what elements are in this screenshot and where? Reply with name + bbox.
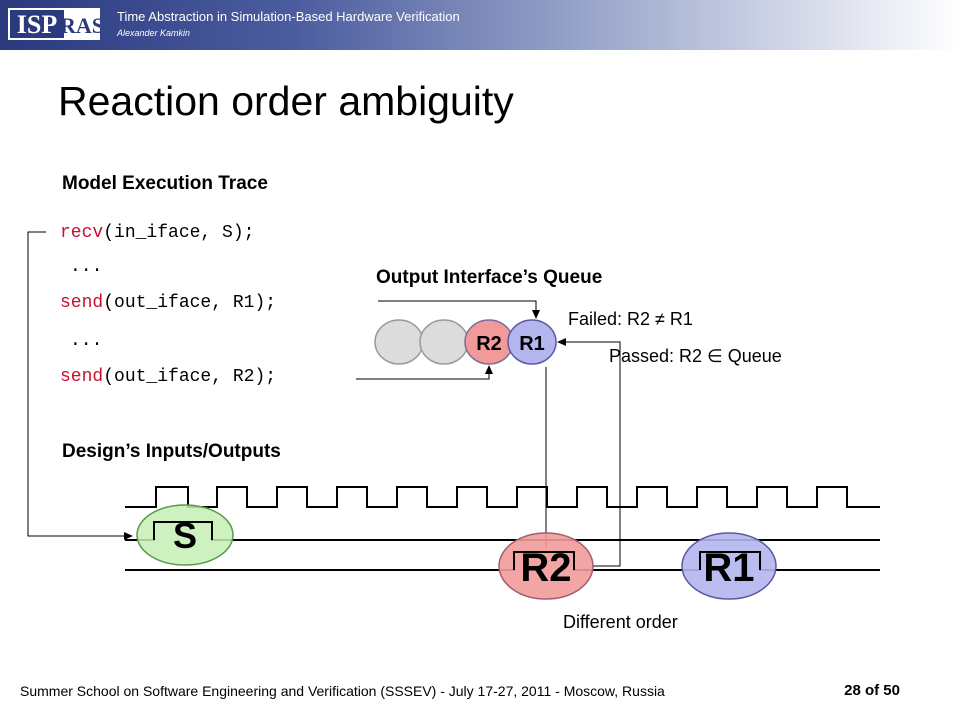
presentation-author: Alexander Kamkin	[117, 28, 191, 38]
code-line-4: ...	[70, 331, 102, 351]
svg-text:ISP: ISP	[17, 10, 58, 39]
failed-note: Failed: R2 ≠ R1	[568, 309, 693, 329]
code-rest: ...	[70, 331, 103, 351]
queue-heading: Output Interface’s Queue	[376, 267, 603, 288]
code-rest: (out_iface, R1);	[103, 293, 277, 313]
ispras-logo: ISP RAS	[8, 8, 100, 40]
code-line-1: recv(in_iface, S);	[60, 223, 254, 243]
signal-s-label: S	[173, 515, 197, 556]
presentation-title: Time Abstraction in Simulation-Based Har…	[117, 9, 460, 24]
code-rest: (in_iface, S);	[103, 223, 255, 243]
code-keyword: send	[60, 367, 104, 387]
code-line-3: send(out_iface, R1);	[60, 293, 276, 313]
input-signal	[125, 521, 880, 541]
queue-slot-empty	[419, 319, 469, 365]
code-keyword: send	[60, 293, 104, 313]
page-number: 28 of 50	[844, 682, 900, 699]
code-rest: (out_iface, R2);	[103, 367, 277, 387]
io-heading: Design’s Inputs/Outputs	[62, 441, 281, 462]
code-rest: ...	[70, 257, 103, 277]
output-r2-marker	[498, 532, 594, 600]
queue-item-r1	[507, 319, 557, 365]
check-arrow	[557, 338, 621, 567]
output-r1-marker	[681, 532, 777, 600]
signal-r2-label: R2	[520, 546, 571, 590]
enqueue-r1-arrow	[378, 300, 540, 319]
queue-label-r1: R1	[519, 333, 545, 355]
code-line-2: ...	[70, 257, 102, 277]
clock-signal	[125, 486, 880, 508]
signal-r1-label: R1	[703, 546, 754, 590]
trace-heading: Model Execution Trace	[62, 173, 268, 194]
code-keyword: recv	[60, 223, 104, 243]
queue-slot-empty	[374, 319, 424, 365]
code-line-5: send(out_iface, R2);	[60, 367, 276, 387]
svg-text:RAS: RAS	[60, 13, 100, 38]
footer-text: Summer School on Software Engineering an…	[20, 683, 665, 699]
header-bar: ISP RAS Time Abstraction in Simulation-B…	[0, 0, 960, 50]
enqueue-r2-arrow	[356, 365, 493, 380]
order-note: Different order	[563, 612, 678, 632]
recv-to-s-arrow	[27, 231, 133, 540]
passed-note: Passed: R2 ∈ Queue	[609, 346, 782, 366]
input-s-marker	[136, 504, 234, 566]
queue-label-r2: R2	[476, 333, 502, 355]
slide-title: Reaction order ambiguity	[58, 78, 514, 124]
